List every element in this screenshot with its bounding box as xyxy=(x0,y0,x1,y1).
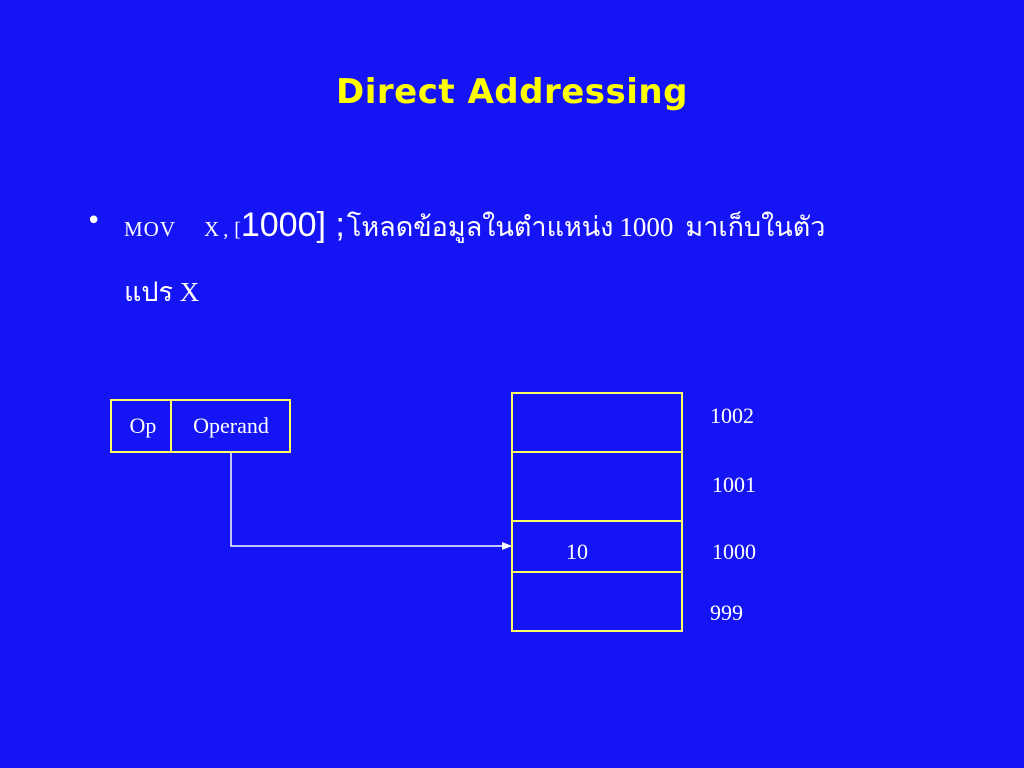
memory-cell-value: 10 xyxy=(566,539,588,564)
instruction-mnemonic: MOV xyxy=(124,217,177,241)
instruction-destination: X xyxy=(204,217,220,241)
instruction-address: 1000] ; xyxy=(240,206,345,244)
memory-address-label: 1000 xyxy=(712,539,756,564)
operand-field-label: Operand xyxy=(193,413,269,438)
pointer-arrow xyxy=(230,452,512,550)
comment-number: 1000 xyxy=(619,212,674,242)
memory-address-label: 1001 xyxy=(712,472,756,497)
memory-address-label: 1002 xyxy=(710,403,754,428)
instruction-format-box: Op Operand xyxy=(110,399,291,453)
comment-text-3: แปร X xyxy=(124,277,200,307)
comment-text-2: มาเก็บในตัว xyxy=(685,212,826,242)
op-field-label: Op xyxy=(130,413,157,438)
instruction-box-border xyxy=(110,399,291,453)
memory-address-label: 999 xyxy=(710,600,743,625)
memory-stack-border xyxy=(511,392,683,632)
instruction-comma: , xyxy=(223,219,229,241)
bullet-point-icon: • xyxy=(86,206,102,236)
slide-title: Direct Addressing xyxy=(336,72,688,112)
memory-stack: 10 1002 1001 1000 999 xyxy=(511,392,756,632)
comment-text-1: โหลดข้อมูลในตำแหน่ง xyxy=(346,212,614,242)
instruction-open-bracket: [ xyxy=(234,219,241,241)
